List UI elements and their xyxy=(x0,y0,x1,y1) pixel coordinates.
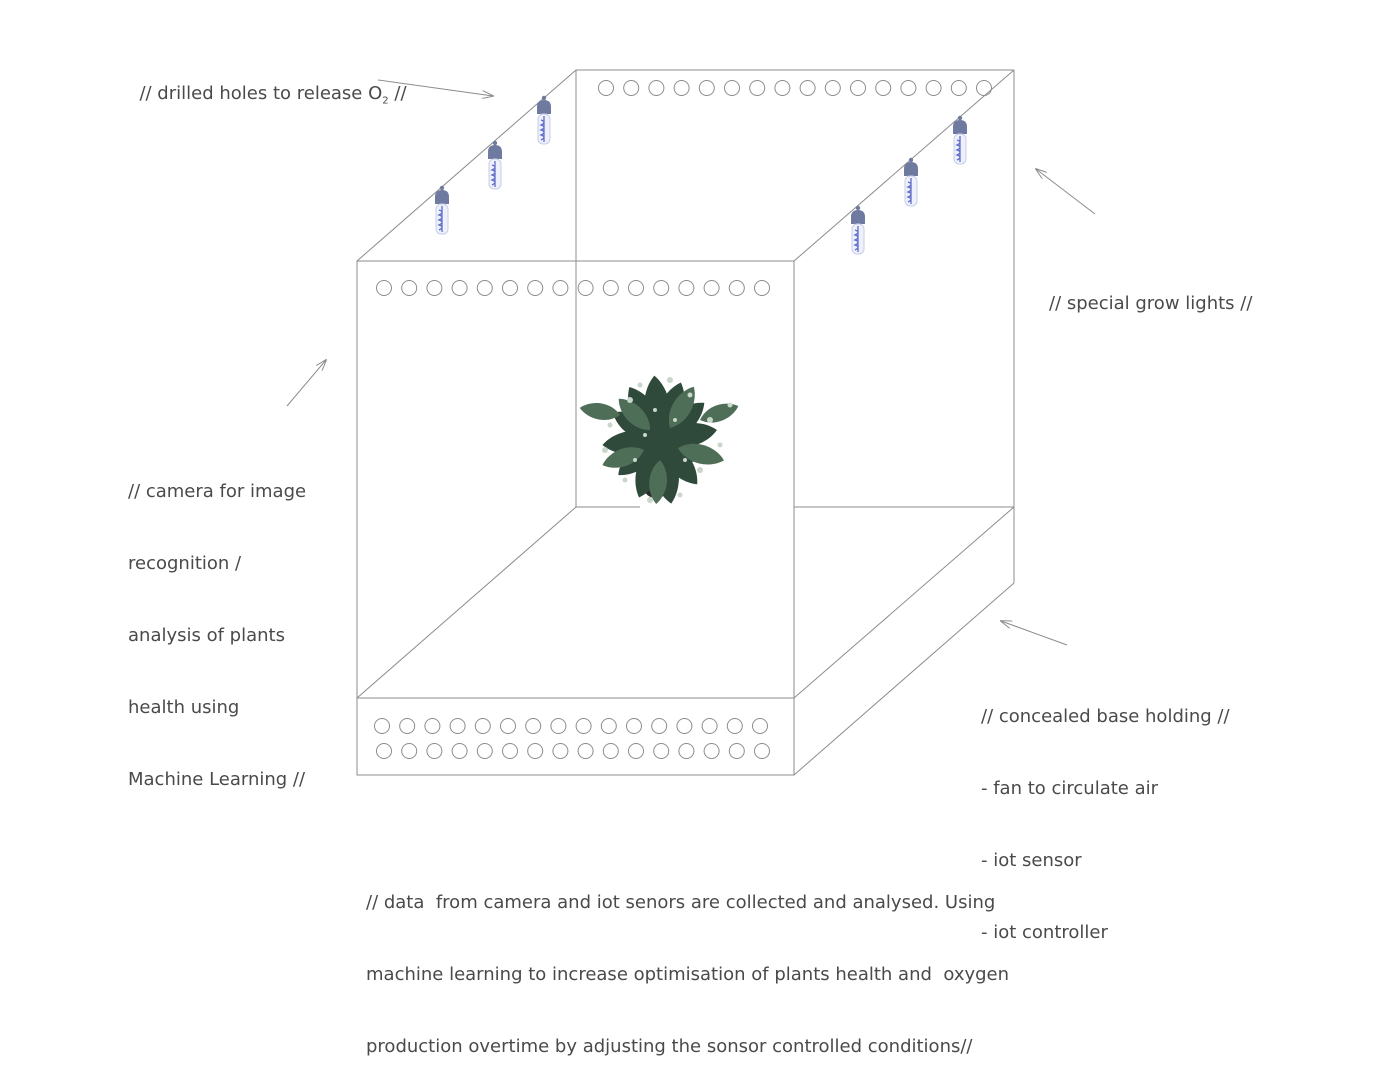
base-annotation-line: - iot controller xyxy=(981,922,1108,943)
base-annotation-line: - fan to circulate air xyxy=(981,778,1159,799)
base-annotation: // concealed base holding // - fan to ci… xyxy=(981,657,1230,969)
vent-hole-icon xyxy=(824,80,841,96)
lights-arrow xyxy=(1036,169,1096,215)
vent-hole-icon xyxy=(374,718,390,734)
vent-hole-icon xyxy=(774,80,791,96)
vent-hole-icon xyxy=(401,280,418,296)
vent-hole-icon xyxy=(754,280,770,296)
vent-hole-icon xyxy=(376,743,392,759)
camera-annotation-line: analysis of plants xyxy=(128,625,285,646)
vent-hole-icon xyxy=(653,280,670,296)
camera-annotation: // camera for image recognition / analys… xyxy=(128,432,306,816)
vent-hole-icon xyxy=(950,80,967,96)
potted-plant-icon xyxy=(578,374,742,506)
vent-hole-icon xyxy=(752,718,768,734)
vent-hole-icon xyxy=(653,743,670,759)
vent-hole-icon xyxy=(476,743,493,759)
vent-holes-base xyxy=(374,718,770,759)
vent-hole-icon xyxy=(552,280,569,296)
vent-hole-icon xyxy=(726,718,743,734)
camera-annotation-line: recognition / xyxy=(128,553,242,574)
footer-line: production overtime by adjusting the son… xyxy=(366,1036,973,1057)
vent-hole-icon xyxy=(424,718,441,734)
vent-hole-icon xyxy=(651,718,668,734)
vent-hole-icon xyxy=(577,280,594,296)
vent-hole-icon xyxy=(628,743,644,759)
holes-arrow xyxy=(377,79,493,96)
camera-arrow xyxy=(286,360,326,407)
vent-hole-icon xyxy=(602,280,619,296)
vent-hole-icon xyxy=(451,280,468,296)
base-arrow xyxy=(1001,621,1068,646)
lights-annotation: // special grow lights // xyxy=(1049,244,1252,340)
vent-hole-icon xyxy=(426,743,443,759)
vent-hole-icon xyxy=(900,80,917,96)
vent-hole-icon xyxy=(728,280,745,296)
lights-annotation-text: // special grow lights // xyxy=(1049,293,1253,314)
grow-light-bulb-icon xyxy=(434,95,968,255)
vent-hole-icon xyxy=(525,718,542,734)
base-annotation-line: // concealed base holding // xyxy=(981,706,1230,727)
vent-hole-icon xyxy=(623,80,640,96)
vent-hole-icon xyxy=(701,718,718,734)
vent-hole-icon xyxy=(676,718,693,734)
vent-hole-icon xyxy=(749,80,766,96)
vent-hole-icon xyxy=(552,743,569,759)
grow-box-diagram xyxy=(286,69,1096,776)
annotation-arrows xyxy=(286,79,1096,646)
vent-hole-icon xyxy=(678,743,695,759)
vent-holes-top xyxy=(598,80,992,96)
footer-line: // data from camera and iot senors are c… xyxy=(366,892,996,913)
vent-hole-icon xyxy=(698,80,715,96)
vent-hole-icon xyxy=(626,718,642,734)
vent-hole-icon xyxy=(527,743,544,759)
camera-annotation-line: health using xyxy=(128,697,240,718)
vent-hole-icon xyxy=(598,80,614,96)
vent-hole-icon xyxy=(550,718,567,734)
vent-hole-icon xyxy=(850,80,866,96)
camera-annotation-line: Machine Learning // xyxy=(128,769,306,790)
vent-holes-front xyxy=(376,280,770,296)
base-annotation-line: - iot sensor xyxy=(981,850,1082,871)
vent-hole-icon xyxy=(673,80,690,96)
vent-hole-icon xyxy=(476,280,493,296)
vent-hole-icon xyxy=(925,80,942,96)
vent-hole-icon xyxy=(648,80,665,96)
vent-hole-icon xyxy=(399,718,416,734)
holes-annotation: // drilled holes to release O2 // xyxy=(128,58,407,114)
vent-hole-icon xyxy=(754,743,770,759)
vent-hole-icon xyxy=(600,718,617,734)
vent-hole-icon xyxy=(575,718,592,734)
vent-hole-icon xyxy=(502,280,518,296)
vent-hole-icon xyxy=(799,80,816,96)
footer-line: machine learning to increase optimisatio… xyxy=(366,964,1010,985)
vent-hole-icon xyxy=(703,743,720,759)
vent-hole-icon xyxy=(678,280,695,296)
vent-hole-icon xyxy=(703,280,720,296)
footer-description: // data from camera and iot senors are c… xyxy=(366,843,1009,1083)
holes-annotation-subscript: 2 xyxy=(382,95,389,107)
holes-annotation-text: // drilled holes to release O xyxy=(139,83,383,104)
vent-hole-icon xyxy=(502,743,518,759)
holes-annotation-suffix: // xyxy=(388,83,407,104)
vent-hole-icon xyxy=(500,718,516,734)
vent-hole-icon xyxy=(602,743,619,759)
vent-hole-icon xyxy=(577,743,594,759)
vent-hole-icon xyxy=(976,80,992,96)
vent-hole-icon xyxy=(474,718,491,734)
vent-hole-icon xyxy=(401,743,418,759)
camera-annotation-line: // camera for image xyxy=(128,481,307,502)
vent-hole-icon xyxy=(728,743,745,759)
vent-hole-icon xyxy=(376,280,392,296)
vent-hole-icon xyxy=(875,80,892,96)
vent-hole-icon xyxy=(724,80,740,96)
vent-hole-icon xyxy=(527,280,544,296)
vent-hole-icon xyxy=(628,280,644,296)
vent-hole-icon xyxy=(426,280,443,296)
vent-hole-icon xyxy=(449,718,466,734)
box-frame xyxy=(356,69,1015,776)
vent-hole-icon xyxy=(451,743,468,759)
